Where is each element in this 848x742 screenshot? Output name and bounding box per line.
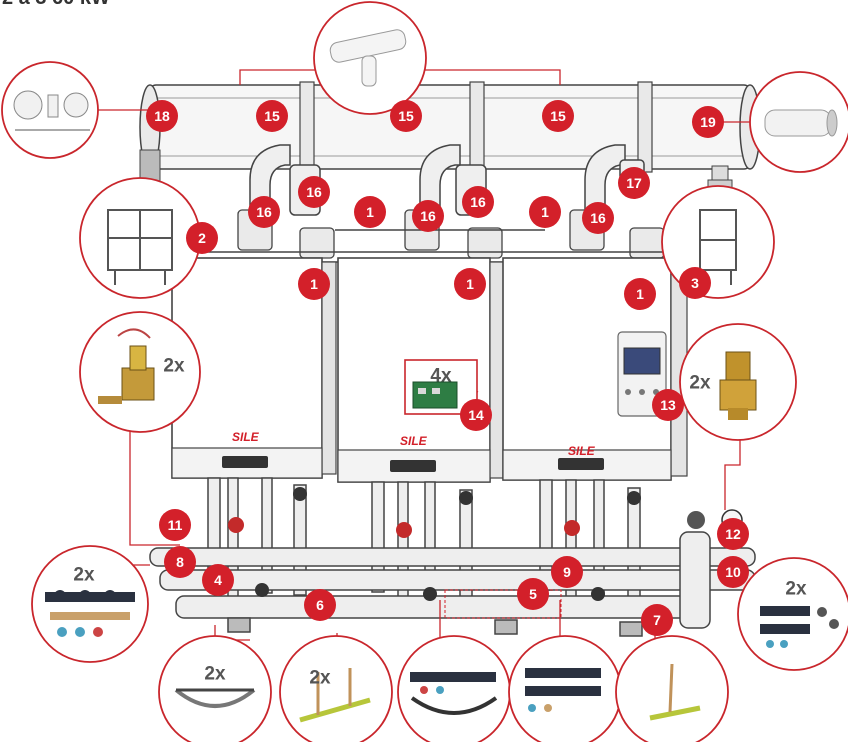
callout-2: 2 [186,222,218,254]
callout-badge-number: 15 [398,108,414,124]
callout-badge-number: 16 [590,210,606,226]
brand-logo-right: SILE [568,444,596,458]
callout-badge-number: 7 [653,612,661,628]
callout-8: 8 [164,546,196,578]
callout-badge-number: 1 [310,276,318,292]
callout-1: 1 [624,278,656,310]
qty-green-pipe: 2x [309,668,331,689]
callout-badge-number: 18 [154,108,170,124]
callout-badge-number: 4 [214,572,222,588]
callout-badge-number: 9 [563,564,571,580]
callout-16: 16 [298,176,330,208]
callout-16: 16 [248,196,280,228]
callout-1: 1 [298,268,330,300]
callout-1: 1 [454,268,486,300]
callout-badge-number: 3 [691,275,699,291]
callout-1: 1 [354,196,386,228]
callout-badge-number: 1 [636,286,644,302]
callout-badge-number: 19 [700,114,716,130]
qty-safety-valve: 2x [689,373,711,394]
qty-header-kit-right: 2x [785,579,807,600]
callout-badge-number: 17 [626,175,642,191]
green-pipe-inset [280,636,392,742]
callout-badge-number: 1 [466,276,474,292]
callout-9: 9 [551,556,583,588]
callout-badge-number: 16 [470,194,486,210]
callout-13: 13 [652,389,684,421]
callout-badge-number: 2 [198,230,206,246]
brand-logo-middle: SILE [400,434,428,448]
callout-badge-number: 14 [468,407,484,423]
callout-15: 15 [390,100,422,132]
callout-badge-number: 6 [316,597,324,613]
header-title: 2 a 3 60 kW [2,0,110,9]
callout-1: 1 [529,196,561,228]
qty-arc-pipe: 2x [204,664,226,685]
callout-badge-number: 5 [529,586,537,602]
callout-badge-number: 16 [420,208,436,224]
callout-6: 6 [304,589,336,621]
brand-logo-left: SILE [232,430,260,444]
qty-three-way-valve: 2x [163,356,185,377]
callout-badge-number: 13 [660,397,676,413]
callout-16: 16 [462,186,494,218]
callout-16: 16 [412,200,444,232]
callout-12: 12 [717,518,749,550]
qty-header-kit-left: 2x [73,565,95,586]
fittings-inset [398,636,510,742]
header-kit-left-inset [32,546,148,662]
callout-4: 4 [202,564,234,596]
callout-badge-number: 1 [366,204,374,220]
callout-badge-number: 16 [306,184,322,200]
callout-badge-number: 11 [168,517,183,533]
callout-badge-number: 15 [550,108,566,124]
callout-18: 18 [146,100,178,132]
callout-badge-number: 1 [541,204,549,220]
qty-pcb: 4x [430,366,452,387]
flue-terminal-part [765,110,837,136]
callout-10: 10 [717,556,749,588]
callout-16: 16 [582,202,614,234]
callout-badge-number: 16 [256,204,272,220]
callout-badge-number: 8 [176,554,184,570]
callout-badge-number: 15 [264,108,280,124]
callout-15: 15 [256,100,288,132]
callout-7: 7 [641,604,673,636]
single-frame-inset [662,186,774,298]
flue-header-pipe [140,82,760,191]
callout-14: 14 [460,399,492,431]
callout-badge-number: 10 [725,564,741,580]
callout-15: 15 [542,100,574,132]
callout-19: 19 [692,106,724,138]
callout-badge-number: 12 [725,526,741,542]
callout-11: 11 [159,509,191,541]
callout-5: 5 [517,578,549,610]
callout-17: 17 [618,167,650,199]
callout-3: 3 [679,267,711,299]
